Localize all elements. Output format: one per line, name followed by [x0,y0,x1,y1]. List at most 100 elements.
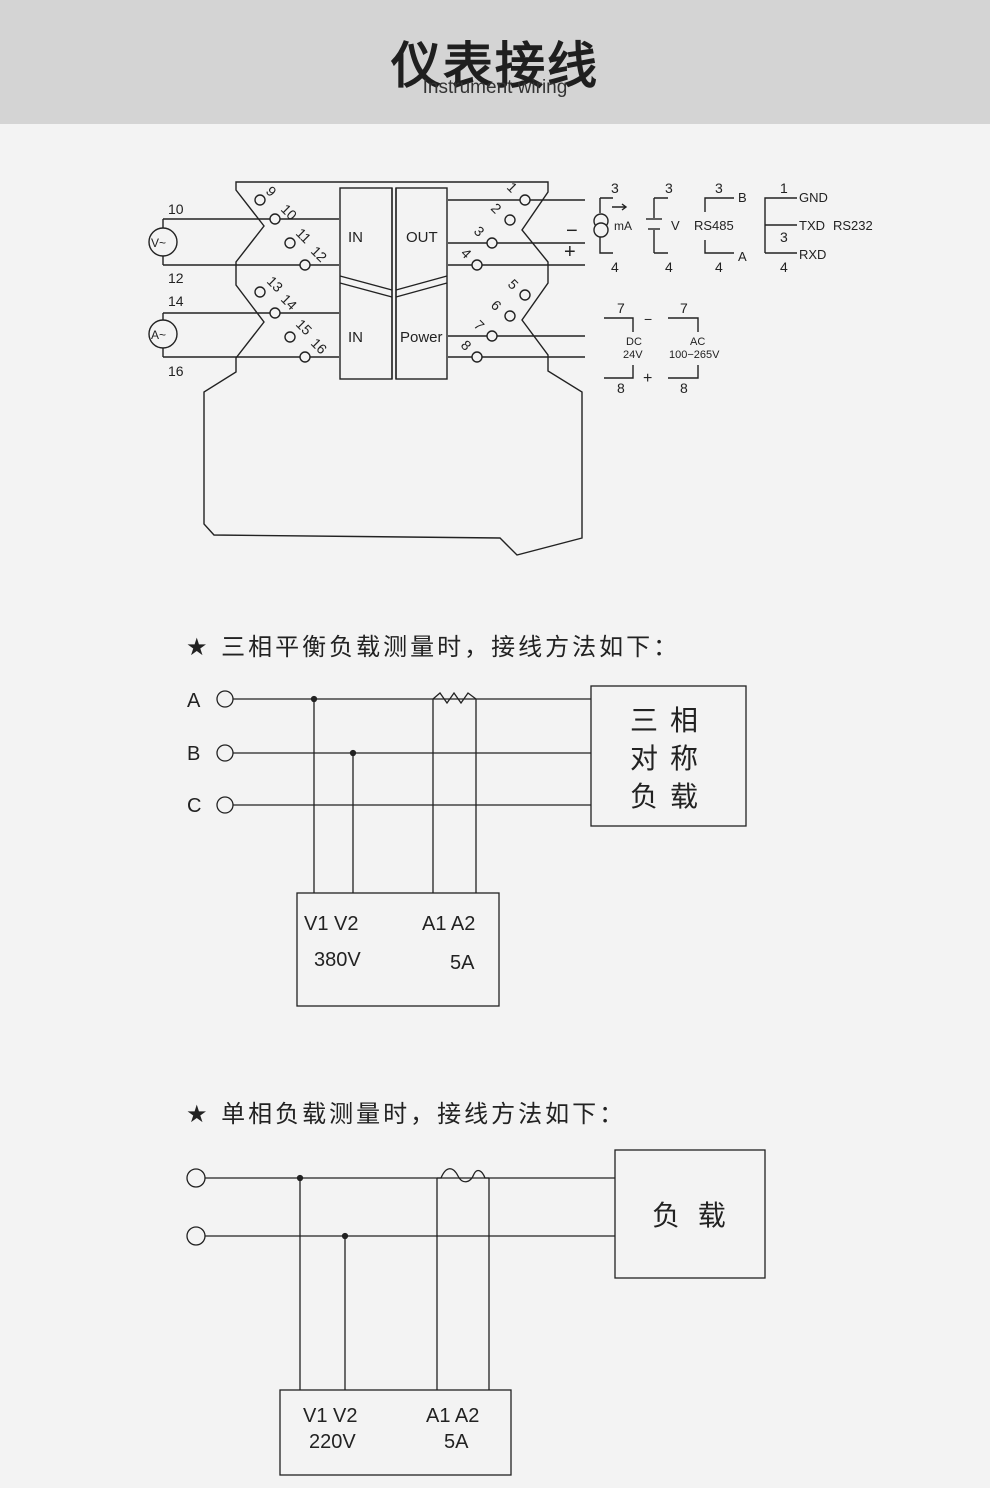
rs485-bottom: 4 [715,259,723,275]
rs485-symbol [704,197,734,254]
dc-label: DC [626,336,642,348]
single-meter-current: 5A [444,1431,469,1453]
terminal-b [216,744,234,762]
pin-8: 8 [458,337,475,354]
phase-a-label: A [187,690,201,712]
v-out-bottom: 4 [665,259,673,275]
rs485-top: 3 [715,180,723,196]
pin-13: 13 [264,273,286,295]
right-pin-circles [471,194,531,363]
single-meter-a-terms: A1 A2 [426,1405,479,1427]
pin-16: 16 [308,335,330,357]
three-phase-note: ★ 三相平衡负载测量时，接线方法如下： [186,633,681,661]
meter-v-terms: V1 V2 [304,913,358,935]
dc-value: 24V [623,349,643,361]
dc-bottom: 8 [617,380,625,396]
module-label-out: OUT [406,229,438,246]
single-meter-voltage: 220V [309,1431,356,1453]
ma-bottom: 4 [611,259,619,275]
rs232-txd-num: 3 [780,229,788,245]
out-plus: + [564,241,576,263]
single-phase-diagram [186,1149,766,1476]
header-banner: 仪表接线 Instrument wiring [0,0,990,124]
pin-15: 15 [293,316,315,338]
rs232-rxd: RXD [799,247,826,262]
module-label-in-lower: IN [348,329,363,346]
pin-9: 9 [263,183,280,200]
three-phase-text: A B C 三 相 对 称 负 载 V1 V2 A1 A2 380V 5A [187,690,698,974]
ac-value: 100−265V [669,349,720,361]
voltage-source-symbol [148,218,205,266]
v-output-symbol [646,197,668,254]
pin-11: 11 [293,225,315,247]
page-title: 仪表接线 [391,37,599,95]
module-label-power: Power [400,329,443,346]
dc-power-symbol [604,317,634,379]
three-phase-load-box [590,685,747,827]
module-wiring-diagram [148,181,797,556]
rs232-gnd: GND [799,190,828,205]
ac-power-symbol [668,317,699,379]
page-subtitle: Instrument wiring [422,77,568,98]
pin-10: 10 [278,201,300,223]
single-phase-load-box [614,1149,766,1279]
left-pin-circles [254,194,311,363]
load-char-3: 对 [630,742,658,775]
rs485-a: A [738,249,747,264]
module-enclosure [203,181,583,556]
a-source-bottom: 16 [168,363,184,379]
load-char-2: 相 [670,704,698,737]
load-char-5: 负 [630,780,658,813]
meter-current: 5A [450,952,475,974]
out-minus: − [566,220,578,242]
a-source-top: 14 [168,293,184,309]
terminal-line [186,1168,206,1188]
ma-top: 3 [611,180,619,196]
rs232-gnd-num: 1 [780,180,788,196]
rs232-symbol [764,197,797,254]
terminal-c [216,796,234,814]
load-char-4: 称 [670,742,698,775]
ac-bottom: 8 [680,380,688,396]
load-char-6: 载 [670,780,698,813]
v-source-symbol-label: V~ [151,236,166,250]
rs485-b: B [738,190,747,205]
current-source-symbol [148,312,205,358]
pin-5: 5 [505,276,522,293]
rs232-rxd-num: 4 [780,259,788,275]
ac-top: 7 [680,300,688,316]
current-transformer-coil [432,691,477,893]
right-wires [448,199,585,358]
load-char-1: 三 [630,704,658,737]
v-source-bottom: 12 [168,270,184,286]
dc-top: 7 [617,300,625,316]
pin-2: 2 [488,200,505,217]
current-transformer-loop [436,1168,490,1390]
single-phase-meter-box [279,1389,512,1476]
rs232-name: RS232 [833,218,873,233]
meter-a-terms: A1 A2 [422,913,475,935]
dc-minus: − [644,311,652,327]
rs485-label: RS485 [694,218,734,233]
pin-4: 4 [458,245,475,262]
ac-label: AC [690,336,705,348]
pin-3: 3 [471,223,488,240]
rs232-txd: TXD [799,218,825,233]
pin-7: 7 [471,317,488,334]
pin-14: 14 [278,291,300,313]
phase-c-label: C [187,795,201,817]
meter-voltage: 380V [314,949,361,971]
ma-label: mA [614,219,632,233]
module-label-in-upper: IN [348,229,363,246]
a-source-symbol-label: A~ [151,328,166,342]
ma-output-symbol [593,197,628,254]
single-phase-note: ★ 单相负载测量时，接线方法如下： [186,1100,627,1128]
dc-plus: + [643,370,652,387]
single-meter-v-terms: V1 V2 [303,1405,357,1427]
v-out-label: V [671,218,680,233]
three-phase-diagram [216,685,747,1007]
pin-6: 6 [488,297,505,314]
terminal-neutral [186,1226,206,1246]
single-load-label: 负 载 [652,1199,726,1232]
